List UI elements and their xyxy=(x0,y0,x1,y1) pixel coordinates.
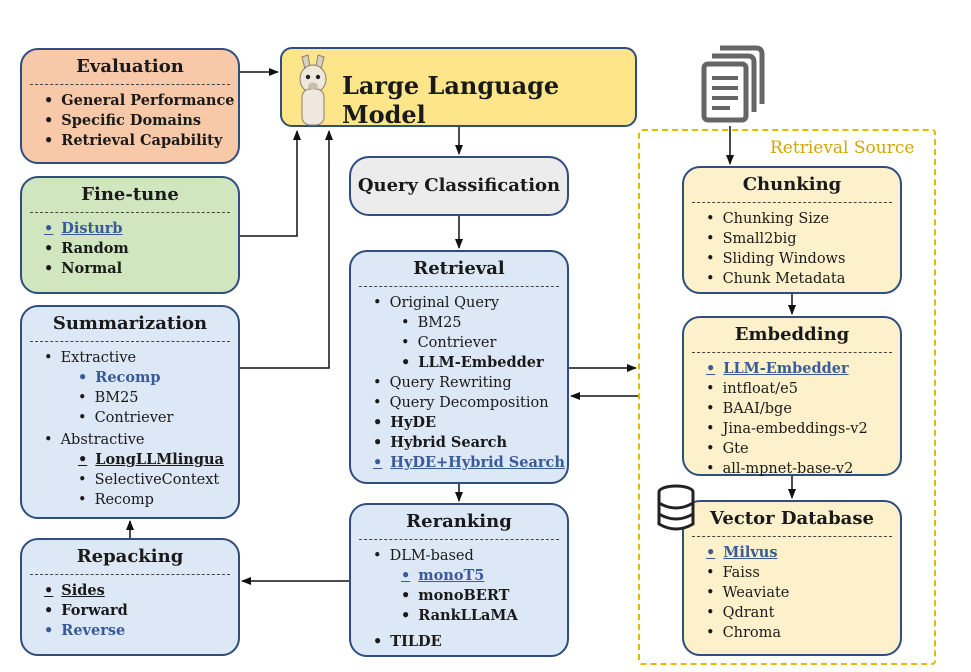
reranking-title: Reranking xyxy=(406,511,512,532)
reranking-item: RankLLaMA xyxy=(351,606,567,626)
embedding-title: Embedding xyxy=(734,324,850,345)
retrieval-source-label: Retrieval Source xyxy=(770,138,915,158)
repacking-title: Repacking xyxy=(76,546,184,567)
evaluation-box: Evaluation General Performance Specific … xyxy=(20,48,240,164)
retrieval-item: LLM-Embedder xyxy=(351,353,567,373)
repacking-box: Repacking Sides Forward Reverse xyxy=(20,538,240,656)
reranking-box: Reranking DLM-based monoT5 monoBERT Rank… xyxy=(349,503,569,657)
embedding-item: Jina-embeddings-v2 xyxy=(684,419,900,439)
summarization-item: Recomp xyxy=(22,490,238,510)
chunking-item: Small2big xyxy=(684,229,900,249)
query-classification-box: Query Classification xyxy=(349,156,569,216)
repacking-item: Sides xyxy=(22,581,238,601)
arrow-finetune-llm xyxy=(240,130,301,237)
retrieval-item: Query Decomposition xyxy=(351,393,567,413)
finetune-box: Fine-tune Disturb Random Normal xyxy=(20,176,240,294)
evaluation-item: General Performance xyxy=(22,91,238,111)
summarization-item: Recomp xyxy=(22,368,238,388)
retrieval-source-frame xyxy=(638,129,936,665)
embedding-box: Embedding LLM-Embedder intfloat/e5 BAAI/… xyxy=(682,316,902,479)
chunking-title: Chunking xyxy=(742,174,842,195)
finetune-item: Random xyxy=(22,239,238,259)
embedding-item: BAAI/bge xyxy=(684,399,900,419)
retrieval-title: Retrieval xyxy=(413,258,505,279)
documents-icon xyxy=(701,45,765,123)
vector-db-item: Chroma xyxy=(684,623,900,643)
chunking-item: Chunk Metadata xyxy=(684,269,900,289)
finetune-item: Normal xyxy=(22,259,238,279)
embedding-item: all-mpnet-base-v2 xyxy=(684,459,900,479)
reranking-item: monoBERT xyxy=(351,586,567,606)
summarization-item: Contriever xyxy=(22,408,238,428)
evaluation-item: Retrieval Capability xyxy=(22,131,238,151)
llm-box: Large Language Model xyxy=(280,47,637,129)
reranking-item: monoT5 xyxy=(351,566,567,586)
vector-db-title: Vector Database xyxy=(710,508,874,529)
summarization-item: SelectiveContext xyxy=(22,470,238,490)
reranking-tilde: TILDE xyxy=(351,632,567,652)
vector-db-item: Milvus xyxy=(684,543,900,563)
chunking-box: Chunking Chunking Size Small2big Sliding… xyxy=(682,166,902,294)
query-classification-title: Query Classification xyxy=(357,175,561,196)
finetune-title: Fine-tune xyxy=(81,184,179,205)
repacking-item: Forward xyxy=(22,601,238,621)
retrieval-item: HyDE xyxy=(351,413,567,433)
chunking-item: Chunking Size xyxy=(684,209,900,229)
retrieval-item: Hybrid Search xyxy=(351,433,567,453)
embedding-item: LLM-Embedder xyxy=(684,359,900,379)
summarization-extractive: Extractive xyxy=(22,348,238,368)
llm-title: Large Language Model xyxy=(342,71,560,129)
summarization-title: Summarization xyxy=(52,313,208,334)
finetune-item: Disturb xyxy=(22,219,238,239)
summarization-item: LongLLMlingua xyxy=(22,450,238,470)
repacking-item: Reverse xyxy=(22,621,238,641)
retrieval-box: Retrieval Original Query BM25 Contriever… xyxy=(349,250,569,484)
embedding-item: intfloat/e5 xyxy=(684,379,900,399)
chunking-item: Sliding Windows xyxy=(684,249,900,269)
vector-db-item: Faiss xyxy=(684,563,900,583)
embedding-item: Gte xyxy=(684,439,900,459)
evaluation-item: Specific Domains xyxy=(22,111,238,131)
retrieval-item: Query Rewriting xyxy=(351,373,567,393)
summarization-abstractive: Abstractive xyxy=(22,430,238,450)
summarization-item: BM25 xyxy=(22,388,238,408)
reranking-dlm: DLM-based xyxy=(351,546,567,566)
vector-db-item: Weaviate xyxy=(684,583,900,603)
database-icon xyxy=(657,484,695,531)
summarization-box: Summarization Extractive Recomp BM25 Con… xyxy=(20,305,240,519)
retrieval-item: Contriever xyxy=(351,333,567,353)
evaluation-title: Evaluation xyxy=(76,56,184,77)
retrieval-original-query: Original Query xyxy=(351,293,567,313)
retrieval-item: HyDE+Hybrid Search xyxy=(351,453,567,473)
retrieval-item: BM25 xyxy=(351,313,567,333)
vector-db-box: Vector Database Milvus Faiss Weaviate Qd… xyxy=(682,500,902,656)
arrow-summarization-llm xyxy=(240,130,333,369)
llama-icon xyxy=(299,54,327,126)
vector-db-item: Qdrant xyxy=(684,603,900,623)
